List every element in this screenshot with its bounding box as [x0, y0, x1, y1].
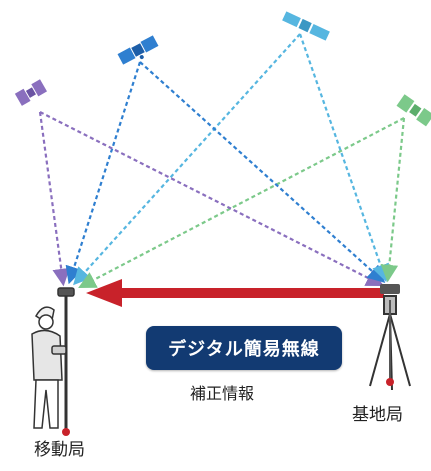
base-station-label: 基地局	[352, 405, 403, 425]
signals-to-mobile	[38, 33, 405, 289]
satellite-cyan-icon	[282, 11, 330, 41]
correction-arrow	[86, 279, 384, 307]
correction-info-label: 補正情報	[190, 384, 255, 403]
signal-blue-to-mobile	[65, 61, 142, 285]
mobile-station-figure	[31, 287, 75, 436]
signals-to-base	[39, 33, 406, 286]
digital-radio-label: デジタル簡易無線	[168, 339, 320, 360]
signal-green-to-base	[380, 117, 406, 283]
base-station-tripod	[369, 284, 411, 391]
digital-radio-badge: デジタル簡易無線	[146, 326, 342, 370]
signal-cyan-to-base	[298, 33, 389, 283]
signal-purple-to-mobile	[38, 111, 70, 287]
mobile-station-label: 移動局	[34, 440, 85, 460]
satellite-purple-icon	[14, 79, 47, 106]
signal-blue-to-base	[139, 61, 386, 283]
signal-purple-to-base	[39, 111, 384, 286]
satellite-green-icon	[396, 94, 431, 127]
signal-green-to-mobile	[78, 117, 405, 289]
satellite-blue-icon	[117, 35, 159, 65]
